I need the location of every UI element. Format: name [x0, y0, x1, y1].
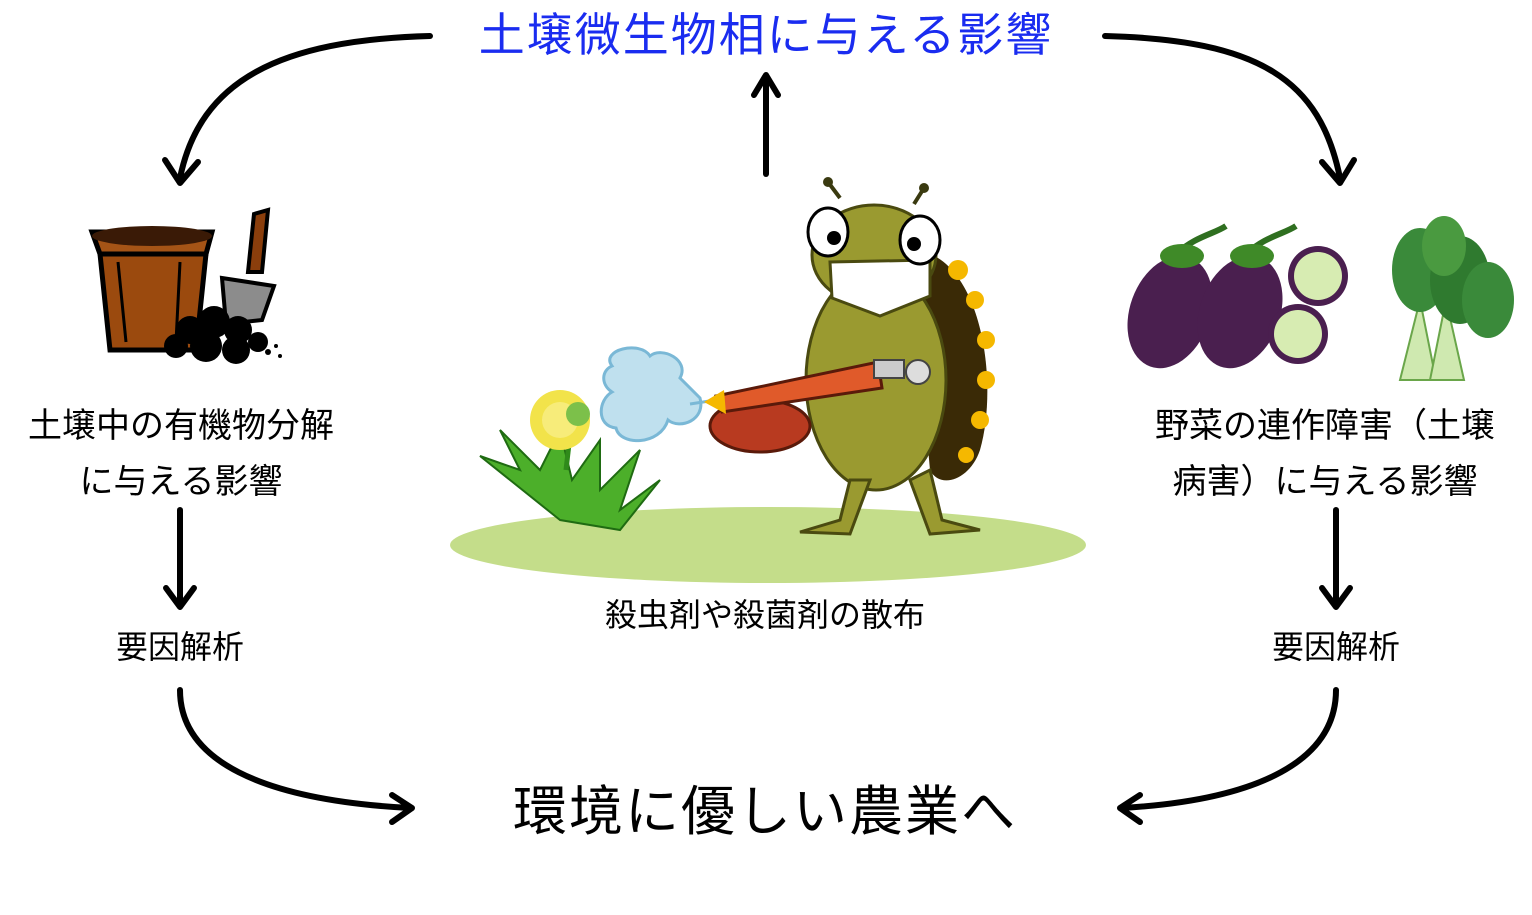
left-factor-analysis: 要因解析	[115, 628, 244, 666]
right-node-label: 野菜の連作障害（土壌 病害）に与える影響	[1118, 398, 1532, 510]
arrow-title-to-right	[1102, 33, 1357, 186]
left-label-line-2: に与える影響	[79, 462, 283, 502]
goal-text: 環境に優しい農業へ	[513, 780, 1017, 843]
right-factor-analysis: 要因解析	[1271, 628, 1400, 666]
right-label-line-1: 野菜の連作障害（土壌	[1155, 406, 1495, 446]
arrow-right-down	[1319, 507, 1353, 610]
leafy-greens-icon	[1392, 216, 1514, 381]
ground	[450, 507, 1086, 583]
spray-cloud	[599, 346, 703, 442]
soil-pile-icon	[164, 306, 282, 364]
center-caption: 殺虫剤や殺菌剤の散布	[604, 596, 925, 634]
bug-character	[799, 177, 981, 536]
eggplant-icon	[1127, 223, 1348, 369]
spray-gun-icon	[704, 359, 931, 454]
arrow-center-up	[751, 72, 781, 177]
arrow-left-to-goal	[177, 687, 415, 825]
arrow-left-down	[163, 507, 197, 610]
right-label-line-2: 病害）に与える影響	[1172, 462, 1478, 502]
center-illustration	[450, 177, 1086, 583]
dandelion-icon	[479, 390, 661, 532]
left-node-label: 土壌中の有機物分解 に与える影響	[0, 398, 362, 510]
arrow-title-to-left	[162, 33, 433, 186]
left-label-line-1: 土壌中の有機物分解	[28, 406, 334, 446]
trowel-icon	[219, 207, 277, 327]
arrow-right-to-goal	[1117, 687, 1339, 825]
diagram-title: 土壌微生物相に与える影響	[478, 8, 1054, 62]
